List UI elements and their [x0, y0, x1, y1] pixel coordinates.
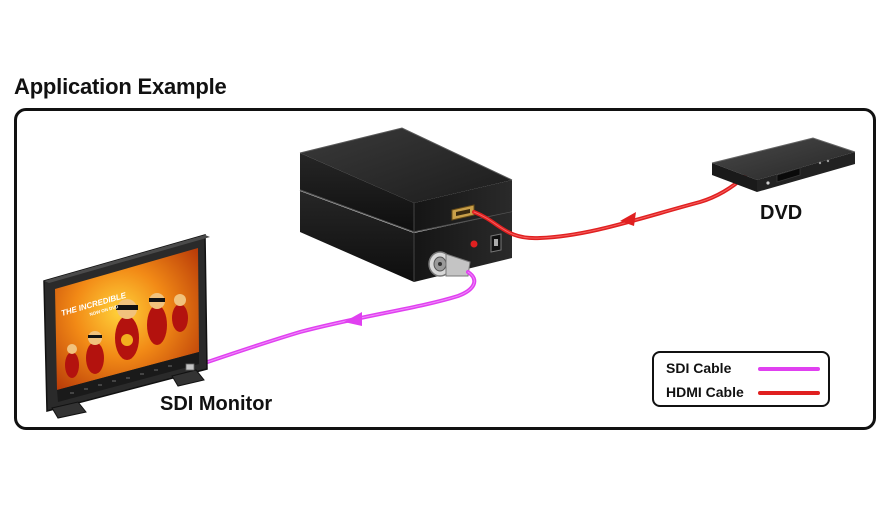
sdi-cable	[188, 270, 477, 370]
power-led-icon	[470, 240, 478, 248]
hdmi-cable	[472, 174, 747, 241]
sdi-direction-arrow-icon	[344, 312, 362, 326]
screen-characters	[65, 293, 188, 378]
legend-hdmi-label: HDMI Cable	[666, 384, 744, 400]
monitor-buttons	[70, 365, 172, 394]
cable-legend: SDI Cable HDMI Cable	[652, 351, 830, 407]
bnc-connector-icon	[428, 251, 471, 277]
hdmi-direction-arrow-icon	[620, 212, 636, 226]
legend-sdi-label: SDI Cable	[666, 360, 732, 376]
dvd-player	[711, 137, 856, 192]
hdmi-port-icon	[451, 204, 475, 221]
sdi-monitor-label: SDI Monitor	[160, 393, 273, 415]
diagram-frame	[14, 108, 876, 430]
legend-hdmi-line	[758, 391, 820, 395]
dvd-label: DVD	[760, 202, 803, 224]
legend-sdi-line	[758, 367, 820, 371]
power-switch-icon	[490, 233, 502, 253]
converter-box	[299, 127, 513, 282]
sdi-monitor	[43, 234, 210, 419]
page-heading: Application Example	[14, 74, 227, 99]
